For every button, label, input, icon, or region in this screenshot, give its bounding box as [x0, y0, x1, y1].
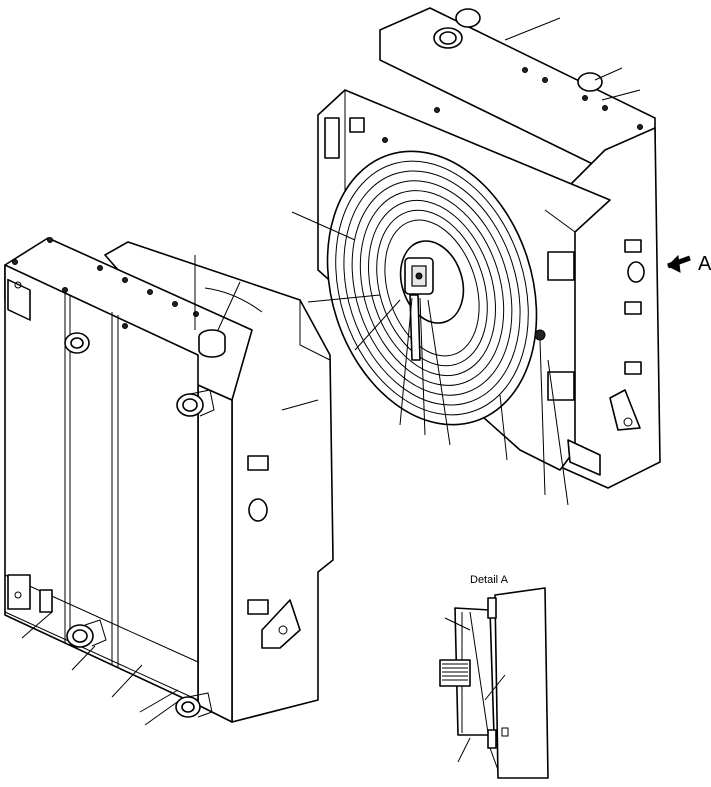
right-fan-assembly — [317, 7, 691, 489]
detail-a-view — [439, 587, 549, 779]
detail-a-caption: Detail A — [470, 574, 509, 586]
leader-lines — [21, 17, 641, 726]
left-radiator-assembly — [4, 237, 334, 723]
view-arrow-label: A — [698, 253, 711, 275]
